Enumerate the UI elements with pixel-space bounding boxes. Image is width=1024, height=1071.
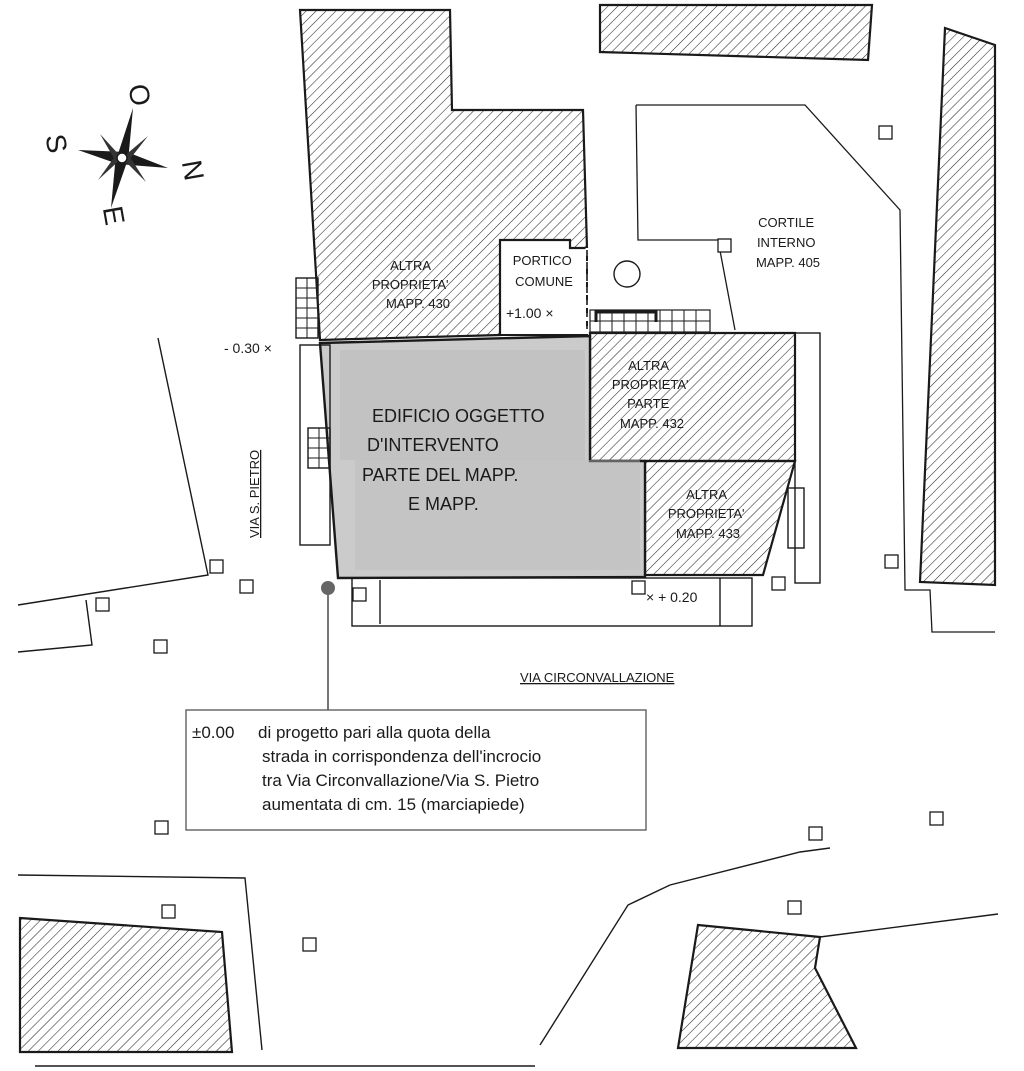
note-text: di progetto pari alla quota della strada… [258, 723, 546, 814]
survey-marker [95, 597, 110, 612]
compass-needle [118, 108, 133, 162]
bottom-right-line [819, 913, 999, 938]
bottom-left-plot [17, 874, 263, 1051]
building-right-edge [918, 26, 997, 587]
survey-marker [209, 559, 224, 574]
via-circonvallazione-curve [539, 847, 831, 1046]
compass-center [116, 152, 128, 164]
via-s-pietro-west [17, 337, 209, 606]
survey-marker [884, 554, 899, 569]
stair-bracket [594, 310, 658, 322]
compass-needle [111, 154, 127, 208]
survey-markers [95, 125, 944, 952]
via-s-pietro-plot [17, 599, 93, 653]
survey-marker [154, 820, 169, 835]
level-marks: - 0.30 × × + 0.20 [224, 340, 698, 605]
stair-right [787, 487, 805, 549]
sidewalk-right [794, 332, 821, 584]
shading-patch [340, 350, 585, 460]
street-names: VIA S. PIETRO VIA CIRCONVALLAZIONE [247, 450, 675, 685]
compass-needle [100, 134, 122, 162]
survey-marker [239, 579, 254, 594]
building-labels: ALTRA PROPRIETA' MAPP. 430 PORTICO COMUN… [362, 215, 820, 541]
survey-marker [771, 576, 786, 591]
compass-rose: O S N E [39, 82, 209, 228]
survey-marker [808, 826, 823, 841]
survey-marker [929, 811, 944, 826]
compass-north-label: N [176, 158, 210, 183]
compass-south-label: S [39, 132, 73, 156]
via-s-pietro-label: VIA S. PIETRO [247, 450, 262, 538]
note-level: ±0.00 [192, 723, 234, 742]
portico-label: PORTICO COMUNE [513, 253, 576, 289]
compass-west-label: O [122, 82, 156, 109]
level-note: ±0.00 di progetto pari alla quota della … [185, 709, 647, 831]
outlines [499, 104, 995, 633]
survey-marker [787, 900, 802, 915]
building-bottom-right [676, 923, 858, 1050]
courtyard-outline [636, 104, 995, 633]
level-left: - 0.30 × [224, 340, 272, 356]
well-circle [613, 260, 641, 288]
stair-ticks [590, 310, 710, 332]
survey-marker [631, 580, 646, 595]
survey-marker [878, 125, 893, 140]
survey-marker [302, 937, 317, 952]
building-top-center [598, 3, 874, 62]
compass-needle [122, 154, 146, 182]
survey-marker [153, 639, 168, 654]
survey-marker [161, 904, 176, 919]
reference-dot [321, 581, 335, 595]
level-bottom: × + 0.20 [646, 589, 698, 605]
building-mapp-432 [588, 331, 797, 463]
survey-marker [352, 587, 367, 602]
portico-level: +1.00 × [506, 305, 554, 321]
hatched-buildings [18, 3, 997, 1054]
shading-patch [355, 460, 640, 570]
subject-building [318, 334, 647, 580]
mapp-432-label: ALTRA PROPRIETA' PARTE MAPP. 432 [612, 358, 692, 431]
sidewalk-bottom [351, 577, 753, 627]
courtyard-inner [635, 104, 736, 331]
via-circonvallazione-label: VIA CIRCONVALLAZIONE [520, 670, 675, 685]
building-bottom-left [18, 916, 234, 1054]
reference-point [321, 581, 335, 712]
courtyard-label: CORTILE INTERNO MAPP. 405 [756, 215, 820, 270]
note-box [185, 709, 647, 831]
mapp-430-label: ALTRA PROPRIETA' MAPP. 430 [372, 258, 452, 311]
stair-left-lower-ticks [308, 428, 330, 468]
survey-marker [717, 238, 732, 253]
subject-building-label: EDIFICIO OGGETTO D'INTERVENTO PARTE DEL … [362, 406, 550, 514]
mapp-433-label: ALTRA PROPRIETA' MAPP. 433 [668, 487, 748, 541]
stair-left-upper-ticks [296, 278, 318, 338]
street-lines [17, 277, 999, 1067]
compass-east-label: E [97, 204, 131, 228]
